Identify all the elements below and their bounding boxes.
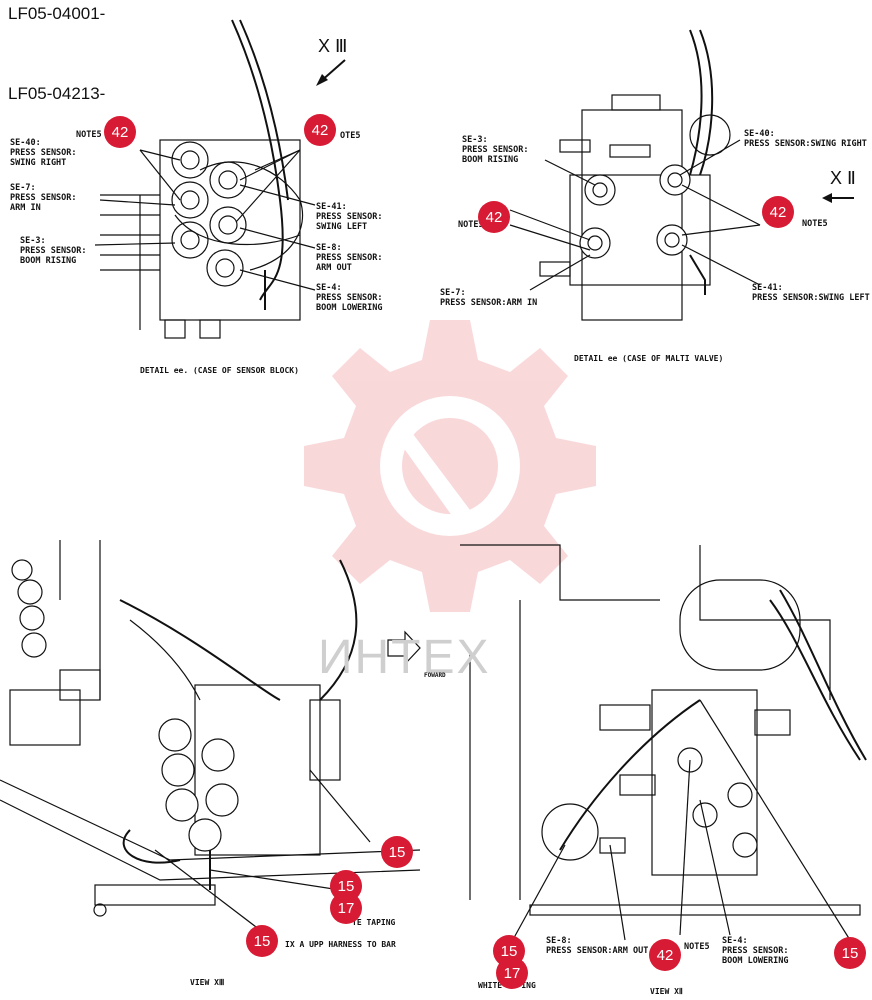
label-note-left: NOTE5 — [76, 130, 102, 140]
view-xiii-drawing — [0, 540, 421, 931]
label-mv-note-left: NOTE5 — [458, 220, 484, 230]
part-code-secondary: LF05-04213- — [8, 84, 106, 103]
callout-42-multi-valve-right: 42 — [762, 196, 794, 228]
callout-42-sensor-block-left: 42 — [104, 116, 136, 148]
label-mv-se40: SE-40: PRESS SENSOR:SWING RIGHT — [744, 129, 867, 149]
caption-multi-valve: DETAIL ee (CASE OF MALTI VALVE) — [574, 354, 724, 363]
view-xii-drawing — [460, 544, 867, 946]
part-code-primary: LF05-04001- — [8, 4, 106, 23]
callout-15-view-xiii-bottom: 15 — [246, 925, 278, 957]
view-xii-note: NOTE5 — [684, 942, 710, 952]
watermark-gear-icon — [304, 320, 596, 612]
callout-42-multi-valve-left: 42 — [478, 201, 510, 233]
forward-label: FOWARD — [424, 672, 446, 679]
view-xii-se8: SE-8: PRESS SENSOR:ARM OUT — [546, 936, 649, 956]
multi-valve-detail — [509, 29, 854, 321]
label-se4: SE-4: PRESS SENSOR: BOOM LOWERING — [316, 283, 383, 313]
callout-17-view-xii: 17 — [496, 957, 528, 989]
label-mv-note-right: NOTE5 — [802, 219, 828, 229]
callout-15-view-xii-right: 15 — [834, 937, 866, 969]
view-marker-xii: X Ⅱ — [830, 168, 856, 188]
callout-42-view-xii: 42 — [649, 939, 681, 971]
callout-42-sensor-block-right: 42 — [304, 114, 336, 146]
view-marker-xiii: X Ⅲ — [318, 36, 348, 56]
label-mv-se7: SE-7: PRESS SENSOR:ARM IN — [440, 288, 538, 308]
callout-15-view-xiii-right: 15 — [381, 836, 413, 868]
forward-arrow-icon — [387, 630, 421, 666]
sensor-block-detail — [94, 19, 346, 339]
label-mv-se41: SE-41: PRESS SENSOR:SWING LEFT — [752, 283, 870, 303]
label-se7: SE-7: PRESS SENSOR: ARM IN — [10, 183, 77, 213]
caption-view-xiii: VIEW XⅢ — [190, 978, 225, 987]
caption-sensor-block: DETAIL ee. (CASE OF SENSOR BLOCK) — [140, 366, 299, 375]
callout-17-view-xiii: 17 — [330, 892, 362, 924]
label-se40: SE-40: PRESS SENSOR: SWING RIGHT — [10, 138, 77, 168]
label-mv-se3: SE-3: PRESS SENSOR: BOOM RISING — [462, 135, 529, 165]
view-xiii-taping: TE TAPING — [352, 918, 396, 927]
view-xiii-fix-note: IX A UPP HARNESS TO BAR — [285, 940, 396, 949]
watermark-text: ИНТЕХ — [318, 631, 491, 684]
label-note-right: OTE5 — [340, 131, 361, 141]
caption-view-xii: VIEW XⅡ — [650, 987, 683, 996]
label-se8: SE-8: PRESS SENSOR: ARM OUT — [316, 243, 383, 273]
view-xii-se4: SE-4: PRESS SENSOR: BOOM LOWERING — [722, 936, 789, 966]
label-se41: SE-41: PRESS SENSOR: SWING LEFT — [316, 202, 383, 232]
label-se3: SE-3: PRESS SENSOR: BOOM RISING — [20, 236, 87, 266]
